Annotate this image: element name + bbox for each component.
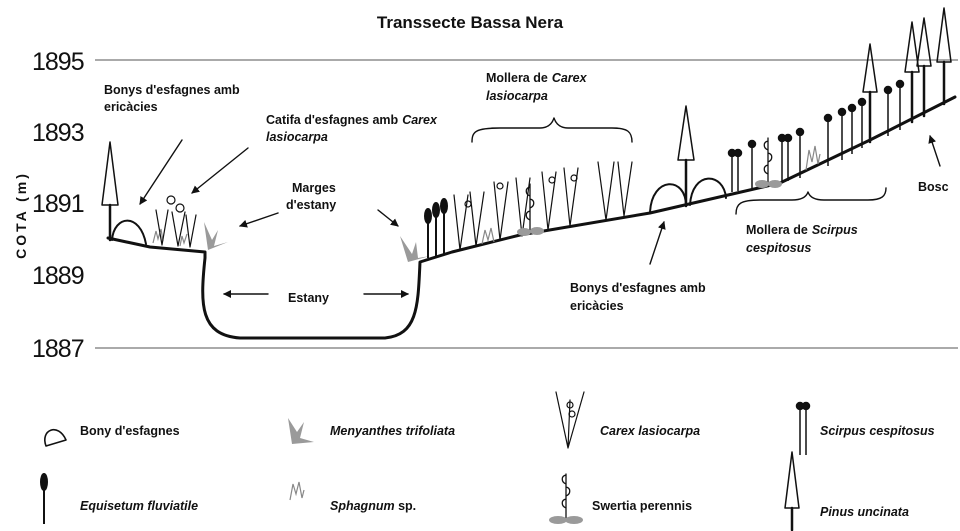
label-bosc: Bosc <box>918 180 949 194</box>
legend-label: Bony d'esfagnes <box>80 424 180 438</box>
legend-label: Sphagnum sp. <box>330 499 416 513</box>
pinus-icon <box>905 22 919 122</box>
legend-label: Menyanthes trifoliata <box>330 424 455 438</box>
y-tick: 1891 <box>32 190 84 218</box>
arrow <box>192 148 248 193</box>
legend-label: Equisetum fluviatile <box>80 499 198 513</box>
menyanthes-icon <box>288 418 314 444</box>
y-tick: 1889 <box>32 262 84 290</box>
pinus-icon <box>102 142 118 240</box>
pinus-icon <box>863 44 877 142</box>
carex-icon <box>454 162 632 250</box>
legend-label: Carex lasiocarpa <box>600 424 700 438</box>
sphagnum-icon <box>153 229 187 246</box>
y-tick: 1893 <box>32 119 84 147</box>
arrow <box>140 140 182 204</box>
arrow <box>378 210 398 226</box>
swertia-icon <box>549 474 583 524</box>
menyanthes-icon <box>400 236 430 262</box>
scirpus-icon <box>797 403 810 456</box>
menyanthes-icon <box>204 222 228 250</box>
pinus-icon <box>917 18 931 116</box>
bony-icon <box>45 430 66 446</box>
legend-label: Swertia perennis <box>592 499 692 513</box>
y-axis-label: COTA (m) <box>13 171 29 259</box>
carex-icon <box>556 392 584 448</box>
label-estany: Estany <box>288 291 329 305</box>
carex-icon <box>156 196 196 247</box>
sphagnum-icon <box>290 482 304 500</box>
pinus-icon <box>678 106 694 206</box>
y-tick: 1895 <box>32 48 84 76</box>
pinus-icon <box>937 8 951 104</box>
arrow <box>930 136 940 166</box>
bracket-mollera-scirpus <box>736 188 886 214</box>
diagram-title: Transsecte Bassa Nera <box>377 13 564 32</box>
legend-label: Scirpus cespitosus <box>820 424 935 438</box>
arrow <box>650 222 664 264</box>
equisetum-icon <box>41 474 47 524</box>
equisetum-icon <box>425 199 447 258</box>
arrow <box>240 213 278 226</box>
swertia-icon <box>755 138 782 188</box>
legend-label: Pinus uncinata <box>820 505 909 519</box>
bracket-mollera-carex <box>472 118 632 142</box>
pinus-icon <box>785 452 799 530</box>
y-tick: 1887 <box>32 335 84 363</box>
